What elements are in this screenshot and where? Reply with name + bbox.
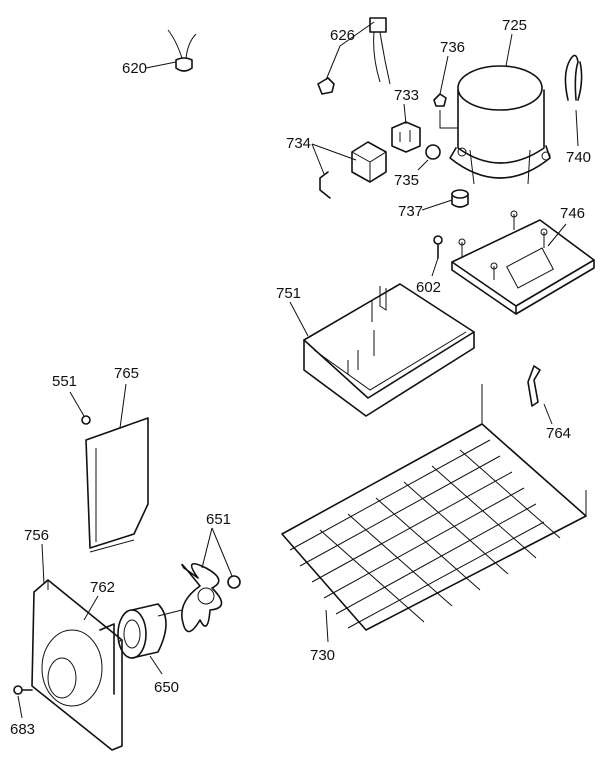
label-762: 762 <box>90 579 115 596</box>
label-602: 602 <box>416 279 441 296</box>
label-736: 736 <box>440 39 465 56</box>
part-602-screw <box>433 235 443 259</box>
part-620-cord-plug <box>167 29 197 72</box>
part-651-nut <box>227 575 241 589</box>
part-734-capacitor <box>319 141 387 199</box>
part-730-condenser <box>281 384 587 631</box>
part-756-fan-shroud <box>31 579 123 751</box>
label-765: 765 <box>114 365 139 382</box>
label-734: 734 <box>286 135 311 152</box>
part-746-compressor-base <box>451 210 595 315</box>
label-551: 551 <box>52 373 77 390</box>
part-764-strap <box>527 365 541 407</box>
label-740: 740 <box>566 149 591 166</box>
label-735: 735 <box>394 172 419 189</box>
label-620: 620 <box>122 60 147 77</box>
part-736-grommet <box>433 93 447 107</box>
label-756: 756 <box>24 527 49 544</box>
label-651: 651 <box>206 511 231 528</box>
part-740-tube-clip <box>564 54 583 101</box>
label-737: 737 <box>398 203 423 220</box>
part-751-drain-pan <box>303 283 475 417</box>
label-683: 683 <box>10 721 35 738</box>
label-725: 725 <box>502 17 527 34</box>
label-650: 650 <box>154 679 179 696</box>
part-651-fan-blade <box>181 562 223 633</box>
part-762-frame <box>99 623 115 695</box>
label-746: 746 <box>560 205 585 222</box>
part-737-mount-grommet <box>451 189 469 208</box>
part-683-screw <box>13 685 33 695</box>
part-650-fan-motor <box>117 603 183 659</box>
label-764: 764 <box>546 425 571 442</box>
part-551-screw <box>81 415 91 425</box>
label-733: 733 <box>394 87 419 104</box>
part-733-relay <box>391 121 421 153</box>
part-735-cap <box>425 144 441 160</box>
part-765-cover <box>85 417 149 553</box>
label-751: 751 <box>276 285 301 302</box>
label-626: 626 <box>330 27 355 44</box>
label-730: 730 <box>310 647 335 664</box>
part-725-compressor <box>439 65 551 185</box>
